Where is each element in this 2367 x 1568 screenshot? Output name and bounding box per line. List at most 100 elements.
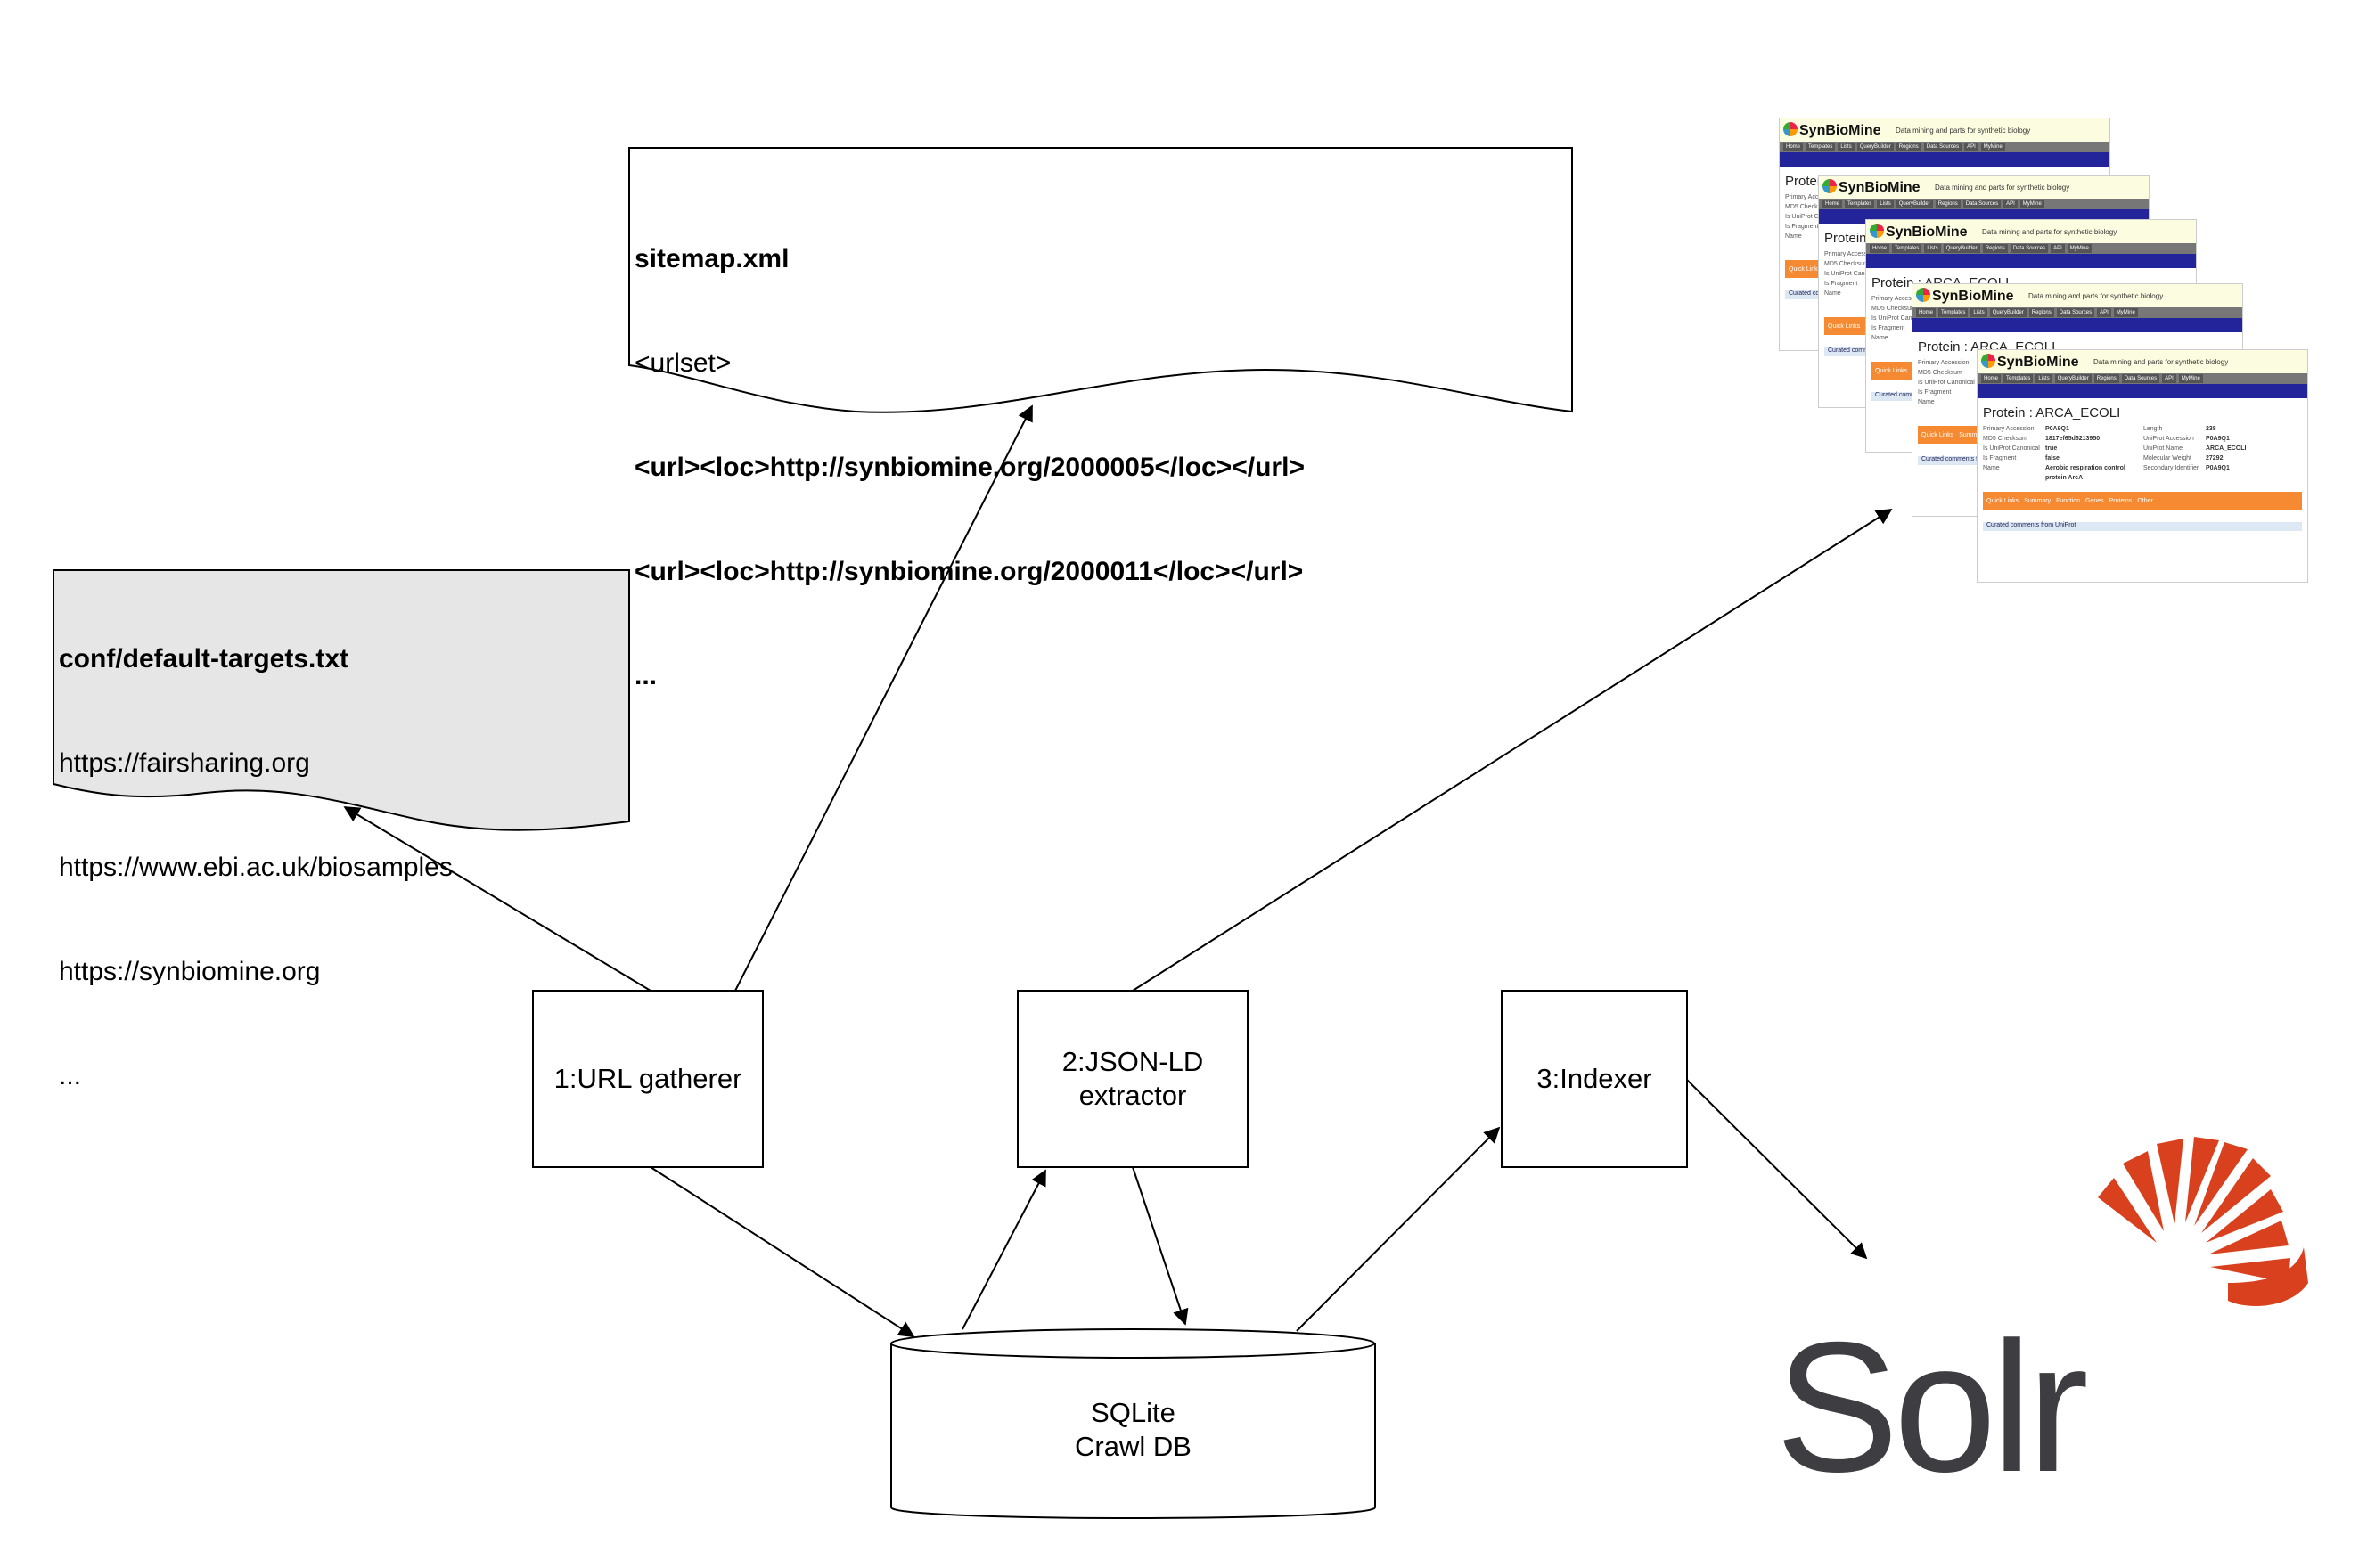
nav-item[interactable]: API <box>2162 374 2176 383</box>
row-value: P0A9Q1 <box>2206 436 2230 442</box>
tab-genes[interactable]: Genes <box>2085 497 2104 504</box>
nav-item[interactable]: Data Sources <box>2010 244 2049 253</box>
row-key: Is Fragment <box>1824 281 1858 287</box>
sitemap-document-text: sitemap.xml <urlset> <url><loc>http://sy… <box>635 172 1305 728</box>
synbiomine-header: SynBioMine Data mining and parts for syn… <box>1819 176 2149 199</box>
tab-summary[interactable]: Summary <box>1959 431 1986 438</box>
nav-item[interactable]: Home <box>1822 200 1843 208</box>
nav-item[interactable]: Data Sources <box>1962 200 2002 208</box>
curated-comments-header: Curated comments from UniProt <box>1983 522 2302 531</box>
row-key: MD5 Checksum <box>1824 261 1869 267</box>
nav-item[interactable]: QueryBuilder <box>1943 244 1980 253</box>
indexer-label: 3:Indexer <box>1502 991 1687 1167</box>
nav-item[interactable]: Lists <box>1877 200 1894 208</box>
synbiomine-nav: Home Templates Lists QueryBuilder Region… <box>1912 307 2242 318</box>
nav-item[interactable]: Home <box>1981 374 2002 383</box>
nav-item[interactable]: Lists <box>2035 374 2052 383</box>
nav-item[interactable]: Templates <box>1845 200 1875 208</box>
arrow-indexer-to-solr <box>1686 1079 1868 1260</box>
nav-item[interactable]: Data Sources <box>1923 143 1962 151</box>
synbiomine-logo-icon <box>1916 288 1930 302</box>
nav-item[interactable]: Home <box>1870 244 1890 253</box>
tab-quick-links[interactable]: Quick Links <box>1789 265 1822 273</box>
nav-item[interactable]: Regions <box>1935 200 1961 208</box>
nav-item[interactable]: Home <box>1783 143 1804 151</box>
arrow-extractor-to-pages <box>1132 509 1893 992</box>
tab-proteins[interactable]: Proteins <box>2109 497 2133 504</box>
nav-item[interactable]: Templates <box>1938 308 1969 317</box>
nav-item[interactable]: Regions <box>2093 374 2119 383</box>
nav-item[interactable]: API <box>2003 200 2018 208</box>
targets-line: https://www.ebi.ac.uk/biosamples <box>59 853 453 882</box>
row-key: Primary Accession <box>1983 426 2035 432</box>
indexer-box <box>1501 990 1688 1168</box>
nav-item[interactable]: MyMine <box>1980 143 2005 151</box>
row-value: 1817ef65d6213950 <box>2045 436 2101 442</box>
indexer-text: 3:Indexer <box>1536 1063 1652 1094</box>
tab-other[interactable]: Other <box>2137 497 2153 504</box>
nav-item[interactable]: API <box>1964 143 1978 151</box>
arrow-extractor-to-db <box>1132 1166 1189 1326</box>
tab-function[interactable]: Function <box>2056 497 2080 504</box>
row-key: Name <box>1824 290 1841 297</box>
sitemap-line: <url><loc>http://synbiomine.org/2000011<… <box>635 557 1304 586</box>
nav-item[interactable]: Lists <box>1924 244 1941 253</box>
row-value: P0A9Q1 <box>2045 426 2069 432</box>
row-key: Is Fragment <box>1983 455 2017 461</box>
nav-item[interactable]: MyMine <box>2178 374 2203 383</box>
row-key: Primary Accession <box>1785 194 1837 200</box>
nav-item[interactable]: Templates <box>1806 143 1836 151</box>
synbiomine-blue-bar <box>1912 318 2242 332</box>
synbiomine-logo-text: SynBioMine <box>1932 289 2014 304</box>
nav-item[interactable]: QueryBuilder <box>1989 308 2027 317</box>
solr-logo-text: Solr <box>1775 1304 2089 1511</box>
sitemap-document-shape <box>628 147 1573 413</box>
synbiomine-blue-bar <box>1978 384 2307 398</box>
nav-item[interactable]: Lists <box>1970 308 1987 317</box>
synbiomine-logo-icon <box>1870 224 1884 238</box>
nav-item[interactable]: MyMine <box>2019 200 2044 208</box>
row-value: ARCA_ECOLI <box>2206 445 2247 452</box>
nav-item[interactable]: Regions <box>1896 143 1921 151</box>
arrow-gatherer-to-targets <box>343 806 651 992</box>
nav-item[interactable]: Templates <box>2003 374 2034 383</box>
nav-item[interactable]: MyMine <box>2113 308 2138 317</box>
sitemap-line: ... <box>635 661 658 690</box>
nav-item[interactable]: API <box>2051 244 2065 253</box>
synbiomine-tagline: Data mining and parts for synthetic biol… <box>1935 184 2070 192</box>
nav-item[interactable]: Templates <box>1892 244 1922 253</box>
nav-item[interactable]: Data Sources <box>2121 374 2160 383</box>
row-key: Is Fragment <box>1918 389 1952 396</box>
tab-quick-links[interactable]: Quick Links <box>1921 431 1954 438</box>
nav-item[interactable]: Data Sources <box>2056 308 2095 317</box>
synbiomine-tagline: Data mining and parts for synthetic biol… <box>2028 292 2164 300</box>
sitemap-document-title: sitemap.xml <box>635 244 790 274</box>
synbiomine-tagline: Data mining and parts for synthetic biol… <box>1982 228 2117 236</box>
nav-item[interactable]: Lists <box>1838 143 1855 151</box>
nav-item[interactable]: Home <box>1916 308 1937 317</box>
row-key: Secondary Identifier <box>2143 465 2199 471</box>
tab-summary[interactable]: Summary <box>2024 497 2052 504</box>
synbiomine-logo-text: SynBioMine <box>1799 123 1881 138</box>
arrow-db-to-indexer <box>1296 1126 1501 1332</box>
synbiomine-nav: Home Templates Lists QueryBuilder Region… <box>1866 243 2196 254</box>
row-key: Is UniProt Canonical <box>1983 445 2040 452</box>
nav-item[interactable]: MyMine <box>2067 244 2092 253</box>
row-key: Name <box>1785 233 1802 240</box>
synbiomine-header: SynBioMine Data mining and parts for syn… <box>1780 118 2109 142</box>
nav-item[interactable]: QueryBuilder <box>1896 200 1933 208</box>
quick-links-bar: Quick Links Summary Function Genes Prote… <box>1983 492 2302 510</box>
row-value: P0A9Q1 <box>2206 465 2230 471</box>
tab-quick-links[interactable]: Quick Links <box>1828 323 1861 330</box>
nav-item[interactable]: QueryBuilder <box>1856 143 1894 151</box>
nav-item[interactable]: API <box>2097 308 2111 317</box>
nav-item[interactable]: Regions <box>2028 308 2054 317</box>
jsonld-extractor-text-line1: 2:JSON-LD <box>1061 1046 1204 1077</box>
tab-quick-links[interactable]: Quick Links <box>1875 367 1908 374</box>
nav-item[interactable]: Regions <box>1982 244 2008 253</box>
url-gatherer-text: 1:URL gatherer <box>553 1063 742 1094</box>
nav-item[interactable]: QueryBuilder <box>2054 374 2092 383</box>
synbiomine-logo-icon <box>1981 354 1995 368</box>
url-gatherer-box <box>532 990 764 1168</box>
tab-quick-links[interactable]: Quick Links <box>1986 497 2019 504</box>
